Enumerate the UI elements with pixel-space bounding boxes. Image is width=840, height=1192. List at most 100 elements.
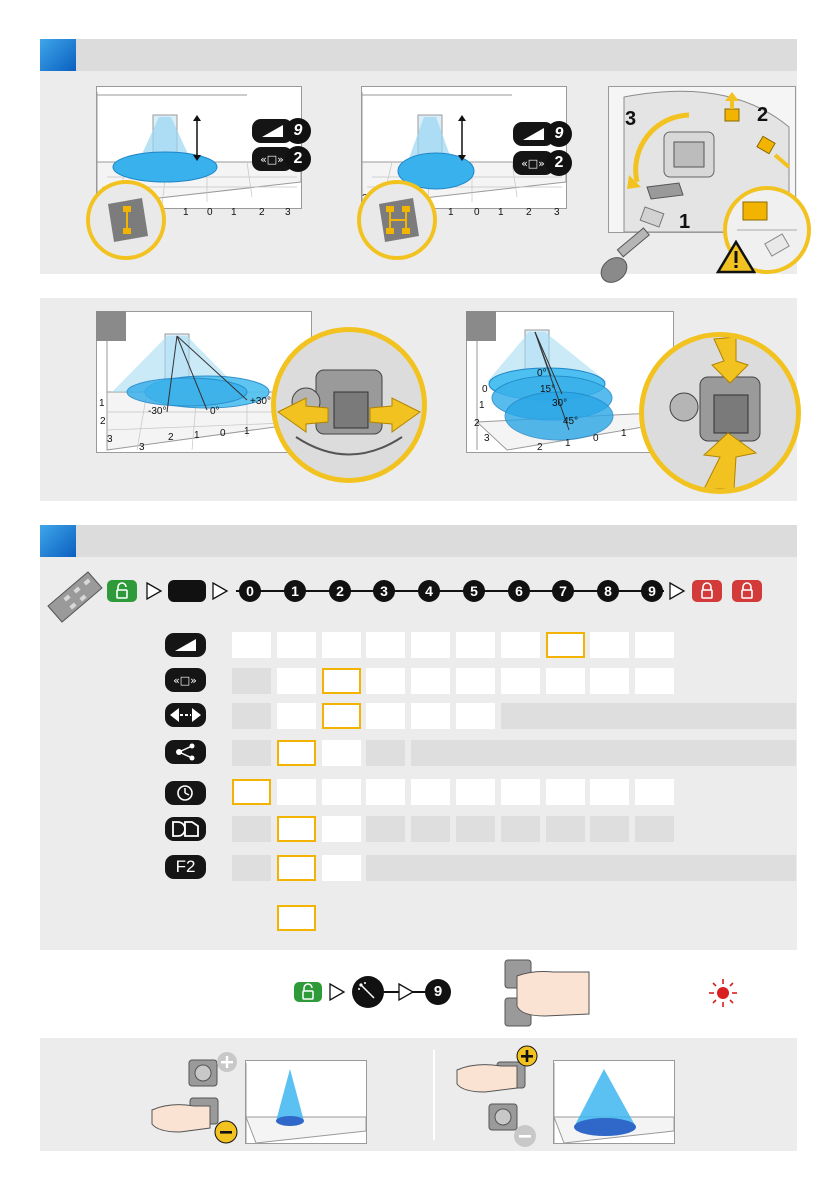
dd-icon — [165, 817, 206, 841]
lock-button-1 — [692, 580, 722, 602]
seq-digit-7: 7 — [552, 580, 574, 602]
axis-bottom-1: 1 — [194, 430, 200, 441]
angle-minus-30: -30° — [148, 406, 166, 417]
range-icon — [165, 703, 206, 727]
dip-module-magnifier-a — [86, 180, 166, 260]
angle-15: 15° — [540, 384, 555, 395]
grid-cell — [456, 632, 495, 658]
minus-button-pressed — [150, 1094, 250, 1146]
large-cone-scene — [553, 1060, 675, 1144]
grid-cell — [366, 740, 405, 766]
unlock-button — [107, 580, 137, 602]
plus-button-inactive — [187, 1050, 247, 1090]
minus-button-inactive — [487, 1100, 547, 1150]
axis-bottom-1: 1 — [565, 438, 571, 449]
hand-press-buttons-icon — [503, 958, 591, 1030]
grid-cell — [546, 816, 585, 842]
arrow-icon — [328, 983, 346, 1001]
seq-digit-0: 0 — [239, 580, 261, 602]
seq-digit-6: 6 — [508, 580, 530, 602]
grid-cell-selected — [232, 779, 271, 805]
axis-label: 0 — [474, 207, 480, 218]
grid-cell — [366, 668, 405, 694]
reset-digit-9: 9 — [425, 979, 451, 1005]
arrow-icon — [145, 582, 163, 600]
height-icon — [165, 633, 206, 657]
axis-label: 1 — [183, 207, 189, 218]
axis-left-1: 1 — [479, 400, 485, 411]
grid-cell — [635, 816, 674, 842]
clock-icon — [165, 781, 206, 805]
angle-45: 45° — [563, 416, 578, 427]
panel-divider — [433, 1050, 435, 1140]
grid-cell-selected — [322, 703, 361, 729]
grid-cell — [635, 779, 674, 805]
grid-cell — [456, 703, 495, 729]
svg-text:«□»: «□» — [521, 157, 545, 170]
axis-label: 2 — [526, 207, 532, 218]
axis-left-0: 0 — [482, 384, 488, 395]
angle-30: 30° — [552, 398, 567, 409]
grid-cell — [590, 668, 629, 694]
grid-cell — [322, 855, 361, 881]
axis-label: 1 — [231, 207, 237, 218]
grid-cell — [501, 779, 540, 805]
grid-cell — [322, 632, 361, 658]
seq-digit-2: 2 — [329, 580, 351, 602]
grid-cell — [501, 632, 540, 658]
arrow-icon — [397, 983, 415, 1001]
lock-icon — [692, 580, 722, 602]
axis-left-2: 2 — [100, 416, 106, 427]
seq-digit-3: 3 — [373, 580, 395, 602]
grid-cell — [411, 703, 450, 729]
grid-unused-area — [501, 703, 796, 729]
axis-bottom-1b: 1 — [621, 428, 627, 439]
small-cone-scene — [245, 1060, 367, 1144]
seq-digit-5: 5 — [463, 580, 485, 602]
grid-cell — [411, 632, 450, 658]
grid-cell — [635, 668, 674, 694]
grid-cell — [232, 816, 271, 842]
seq-digit-4: 4 — [418, 580, 440, 602]
unlock-icon — [294, 982, 322, 1002]
screwdriver-icon — [594, 200, 674, 290]
seq-digit-9: 9 — [641, 580, 663, 602]
wand-button — [352, 976, 384, 1008]
grid-cell — [590, 816, 629, 842]
grid-cell — [546, 668, 585, 694]
grid-cell — [501, 816, 540, 842]
grid-cell — [366, 703, 405, 729]
axis-bottom-2: 2 — [168, 432, 174, 443]
magic-wand-icon — [352, 976, 384, 1008]
plus-button-pressed — [455, 1044, 545, 1100]
grid-cell — [546, 779, 585, 805]
grid-cell — [635, 632, 674, 658]
grid-cell — [456, 668, 495, 694]
arrow-icon — [668, 582, 686, 600]
lock-button-2 — [732, 580, 762, 602]
callout-2: 2 — [757, 104, 768, 127]
angle-0: 0° — [210, 406, 220, 417]
grid-cell-selected — [277, 740, 316, 766]
grid-cell — [501, 668, 540, 694]
grid-cell — [232, 632, 271, 658]
grid-cell — [322, 740, 361, 766]
lock-icon — [732, 580, 762, 602]
grid-cell — [322, 779, 361, 805]
section3-marker — [40, 525, 76, 557]
dip-module-magnifier-b — [357, 180, 437, 260]
grid-cell — [366, 816, 405, 842]
remote-control-icon — [44, 566, 104, 626]
gray-corner-tag — [466, 311, 496, 341]
axis-label: 2 — [259, 207, 265, 218]
angle-plus-30: +30° — [250, 396, 271, 407]
section1-marker — [40, 39, 76, 71]
unlock-icon — [107, 580, 137, 602]
grid-cell — [411, 816, 450, 842]
grid-cell-selected — [277, 855, 316, 881]
grid-cell — [232, 703, 271, 729]
axis-left-2: 2 — [474, 418, 480, 429]
axis-bottom-3: 3 — [139, 442, 145, 453]
horizontal-rotate-magnifier — [271, 327, 427, 483]
seq-digit-1: 1 — [284, 580, 306, 602]
